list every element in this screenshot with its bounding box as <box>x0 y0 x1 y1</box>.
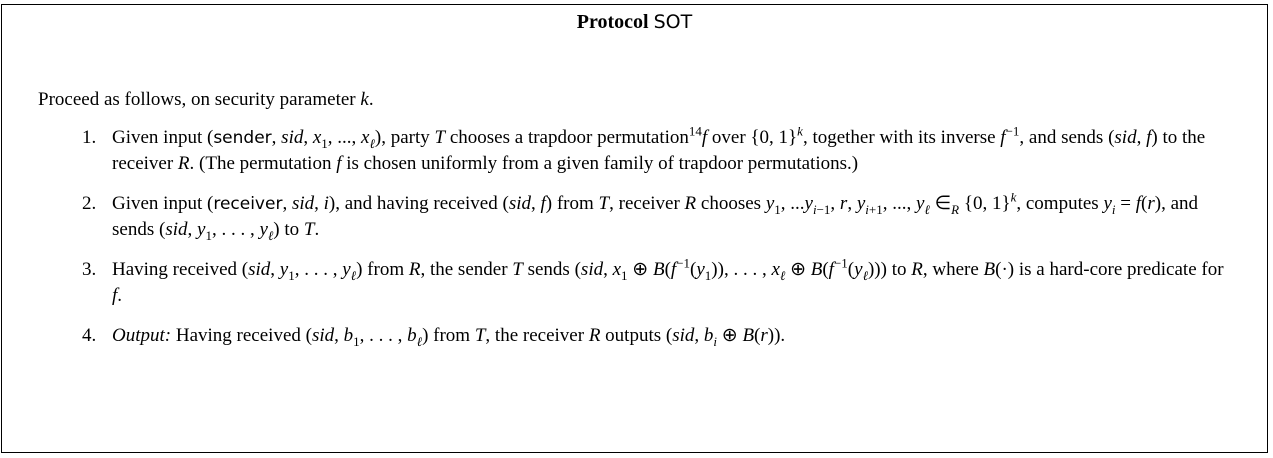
step-number: 2. <box>82 193 97 214</box>
protocol-title: Protocol SOT <box>2 11 1267 34</box>
protocol-box: Protocol SOT Proceed as follows, on secu… <box>1 4 1268 453</box>
protocol-name: SOT <box>653 11 693 33</box>
protocol-keyword: Protocol <box>576 11 649 33</box>
step-label: Output: <box>112 325 172 346</box>
step-4: 4. Output: Having received (sid, b1, . .… <box>2 323 1232 349</box>
steps-list: 1. Given input (sender, sid, x1, ..., xℓ… <box>2 125 1232 363</box>
step-number: 1. <box>82 127 97 148</box>
step-1: 1. Given input (sender, sid, x1, ..., xℓ… <box>2 125 1232 177</box>
step-text: Given input (sender, sid, x1, ..., xℓ), … <box>112 123 1206 174</box>
step-number: 3. <box>82 259 97 280</box>
step-2: 2. Given input (receiver, sid, i), and h… <box>2 191 1232 243</box>
step-3: 3. Having received (sid, y1, . . . , yℓ)… <box>2 257 1232 309</box>
step-text: Output: Having received (sid, b1, . . . … <box>112 325 786 349</box>
step-text: Given input (receiver, sid, i), and havi… <box>112 189 1199 243</box>
step-text: Having received (sid, y1, . . . , yℓ) fr… <box>112 255 1224 306</box>
step-number: 4. <box>82 325 97 346</box>
intro-text: Proceed as follows, on security paramete… <box>38 89 374 110</box>
